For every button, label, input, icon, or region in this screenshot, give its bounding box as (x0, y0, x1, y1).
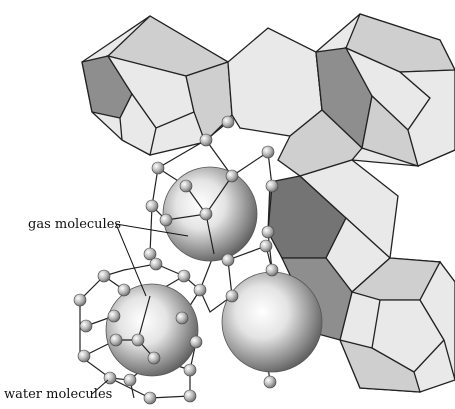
water-molecule (265, 179, 279, 193)
water-molecule (183, 389, 197, 403)
annotations: gas molecules water molecules (4, 217, 189, 402)
water-molecule (179, 179, 193, 193)
cage-face (227, 27, 323, 137)
water-molecule (221, 115, 235, 129)
water-molecule (225, 289, 239, 303)
water-molecule (151, 161, 165, 175)
gas-leader-line (115, 223, 147, 297)
water-molecule (159, 213, 173, 227)
gas-molecule (221, 271, 323, 373)
cage-face (419, 260, 455, 381)
water-molecule (149, 257, 163, 271)
water-molecule (97, 269, 111, 283)
water-molecule (147, 351, 161, 365)
water-molecule (261, 145, 275, 159)
water-molecule (145, 199, 159, 213)
cage-face (119, 92, 157, 156)
gas-molecule (105, 283, 199, 377)
water-molecule (175, 311, 189, 325)
water-molecule (263, 375, 277, 389)
cage-face (338, 339, 421, 393)
water-molecule (109, 333, 123, 347)
water-molecule (189, 335, 203, 349)
water-molecule (177, 269, 191, 283)
cage-face (371, 299, 445, 373)
water-molecule (259, 239, 273, 253)
water-molecule (221, 253, 235, 267)
water-molecule (77, 349, 91, 363)
water-molecule (143, 247, 157, 261)
cage-face (106, 54, 195, 129)
water-molecule (79, 319, 93, 333)
water-molecule (225, 169, 239, 183)
cage-face (185, 61, 233, 144)
cage-faces (81, 13, 455, 393)
water-molecule (261, 225, 275, 239)
gas-leader-line (115, 223, 189, 237)
water-molecule (193, 283, 207, 297)
water-molecule (183, 363, 197, 377)
cage-face (298, 159, 399, 260)
water-leader-line (91, 379, 109, 395)
gas-molecules-label: gas molecules (28, 217, 121, 232)
water-molecule (117, 283, 131, 297)
water-molecule (199, 133, 213, 147)
water-molecule (131, 333, 145, 347)
water-molecule (199, 207, 213, 221)
water-molecule (107, 309, 121, 323)
water-molecules-label: water molecules (4, 387, 112, 402)
water-molecule (143, 391, 157, 405)
water-molecule (265, 263, 279, 277)
water-molecule (123, 373, 137, 387)
cage-face (398, 69, 455, 167)
water-molecule (73, 293, 87, 307)
